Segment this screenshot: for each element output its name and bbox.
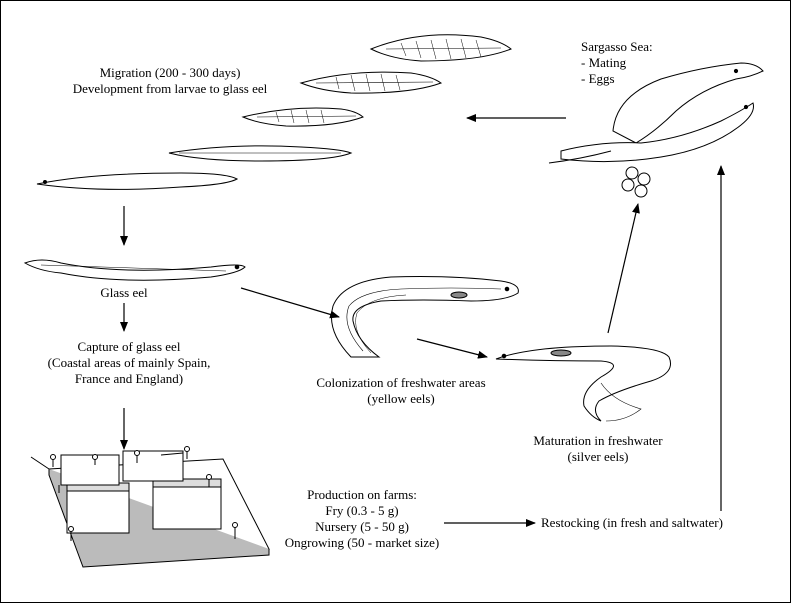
eggs-icon	[622, 167, 650, 197]
capture-label: Capture of glass eel (Coastal areas of m…	[29, 339, 229, 387]
maturation-label: Maturation in freshwater (silver eels)	[513, 433, 683, 465]
sargasso-line-1: Sargasso Sea:	[581, 39, 653, 55]
production-line-1: Production on farms:	[267, 487, 457, 503]
glass-eel-icon	[25, 260, 245, 280]
arrow-silver-to-sargasso	[608, 204, 638, 333]
glass-eel-icon	[37, 173, 237, 189]
sargasso-label: Sargasso Sea: - Mating - Eggs	[581, 39, 653, 87]
migration-label: Migration (200 - 300 days) Development f…	[59, 65, 281, 97]
larva-icon	[169, 146, 351, 161]
yellow-eel-icon	[331, 277, 518, 358]
colonization-label: Colonization of freshwater areas (yellow…	[301, 375, 501, 407]
larva-icon	[301, 72, 441, 93]
migration-line-2: Development from larvae to glass eel	[59, 81, 281, 97]
production-label: Production on farms: Fry (0.3 - 5 g) Nur…	[267, 487, 457, 551]
arrow-glass-eel-to-yellow	[241, 288, 339, 317]
colonization-line-1: Colonization of freshwater areas	[301, 375, 501, 391]
maturation-line-1: Maturation in freshwater	[513, 433, 683, 449]
restocking-label: Restocking (in fresh and saltwater)	[541, 515, 723, 531]
capture-line-2: (Coastal areas of mainly Spain,	[29, 355, 229, 371]
capture-line-1: Capture of glass eel	[29, 339, 229, 355]
silver-eel-icon	[496, 346, 671, 421]
larva-icon	[371, 35, 511, 61]
fish-tanks-icon	[31, 447, 269, 568]
sargasso-line-2: - Mating	[581, 55, 653, 71]
production-line-4: Ongrowing (50 - market size)	[267, 535, 457, 551]
migration-line-1: Migration (200 - 300 days)	[59, 65, 281, 81]
arrow-yellow-to-silver	[417, 339, 487, 357]
colonization-line-2: (yellow eels)	[301, 391, 501, 407]
sargasso-line-3: - Eggs	[581, 71, 653, 87]
glass-eel-label: Glass eel	[94, 285, 154, 301]
larva-icon	[243, 108, 363, 126]
capture-line-3: France and England)	[29, 371, 229, 387]
production-line-3: Nursery (5 - 50 g)	[267, 519, 457, 535]
maturation-line-2: (silver eels)	[513, 449, 683, 465]
production-line-2: Fry (0.3 - 5 g)	[267, 503, 457, 519]
